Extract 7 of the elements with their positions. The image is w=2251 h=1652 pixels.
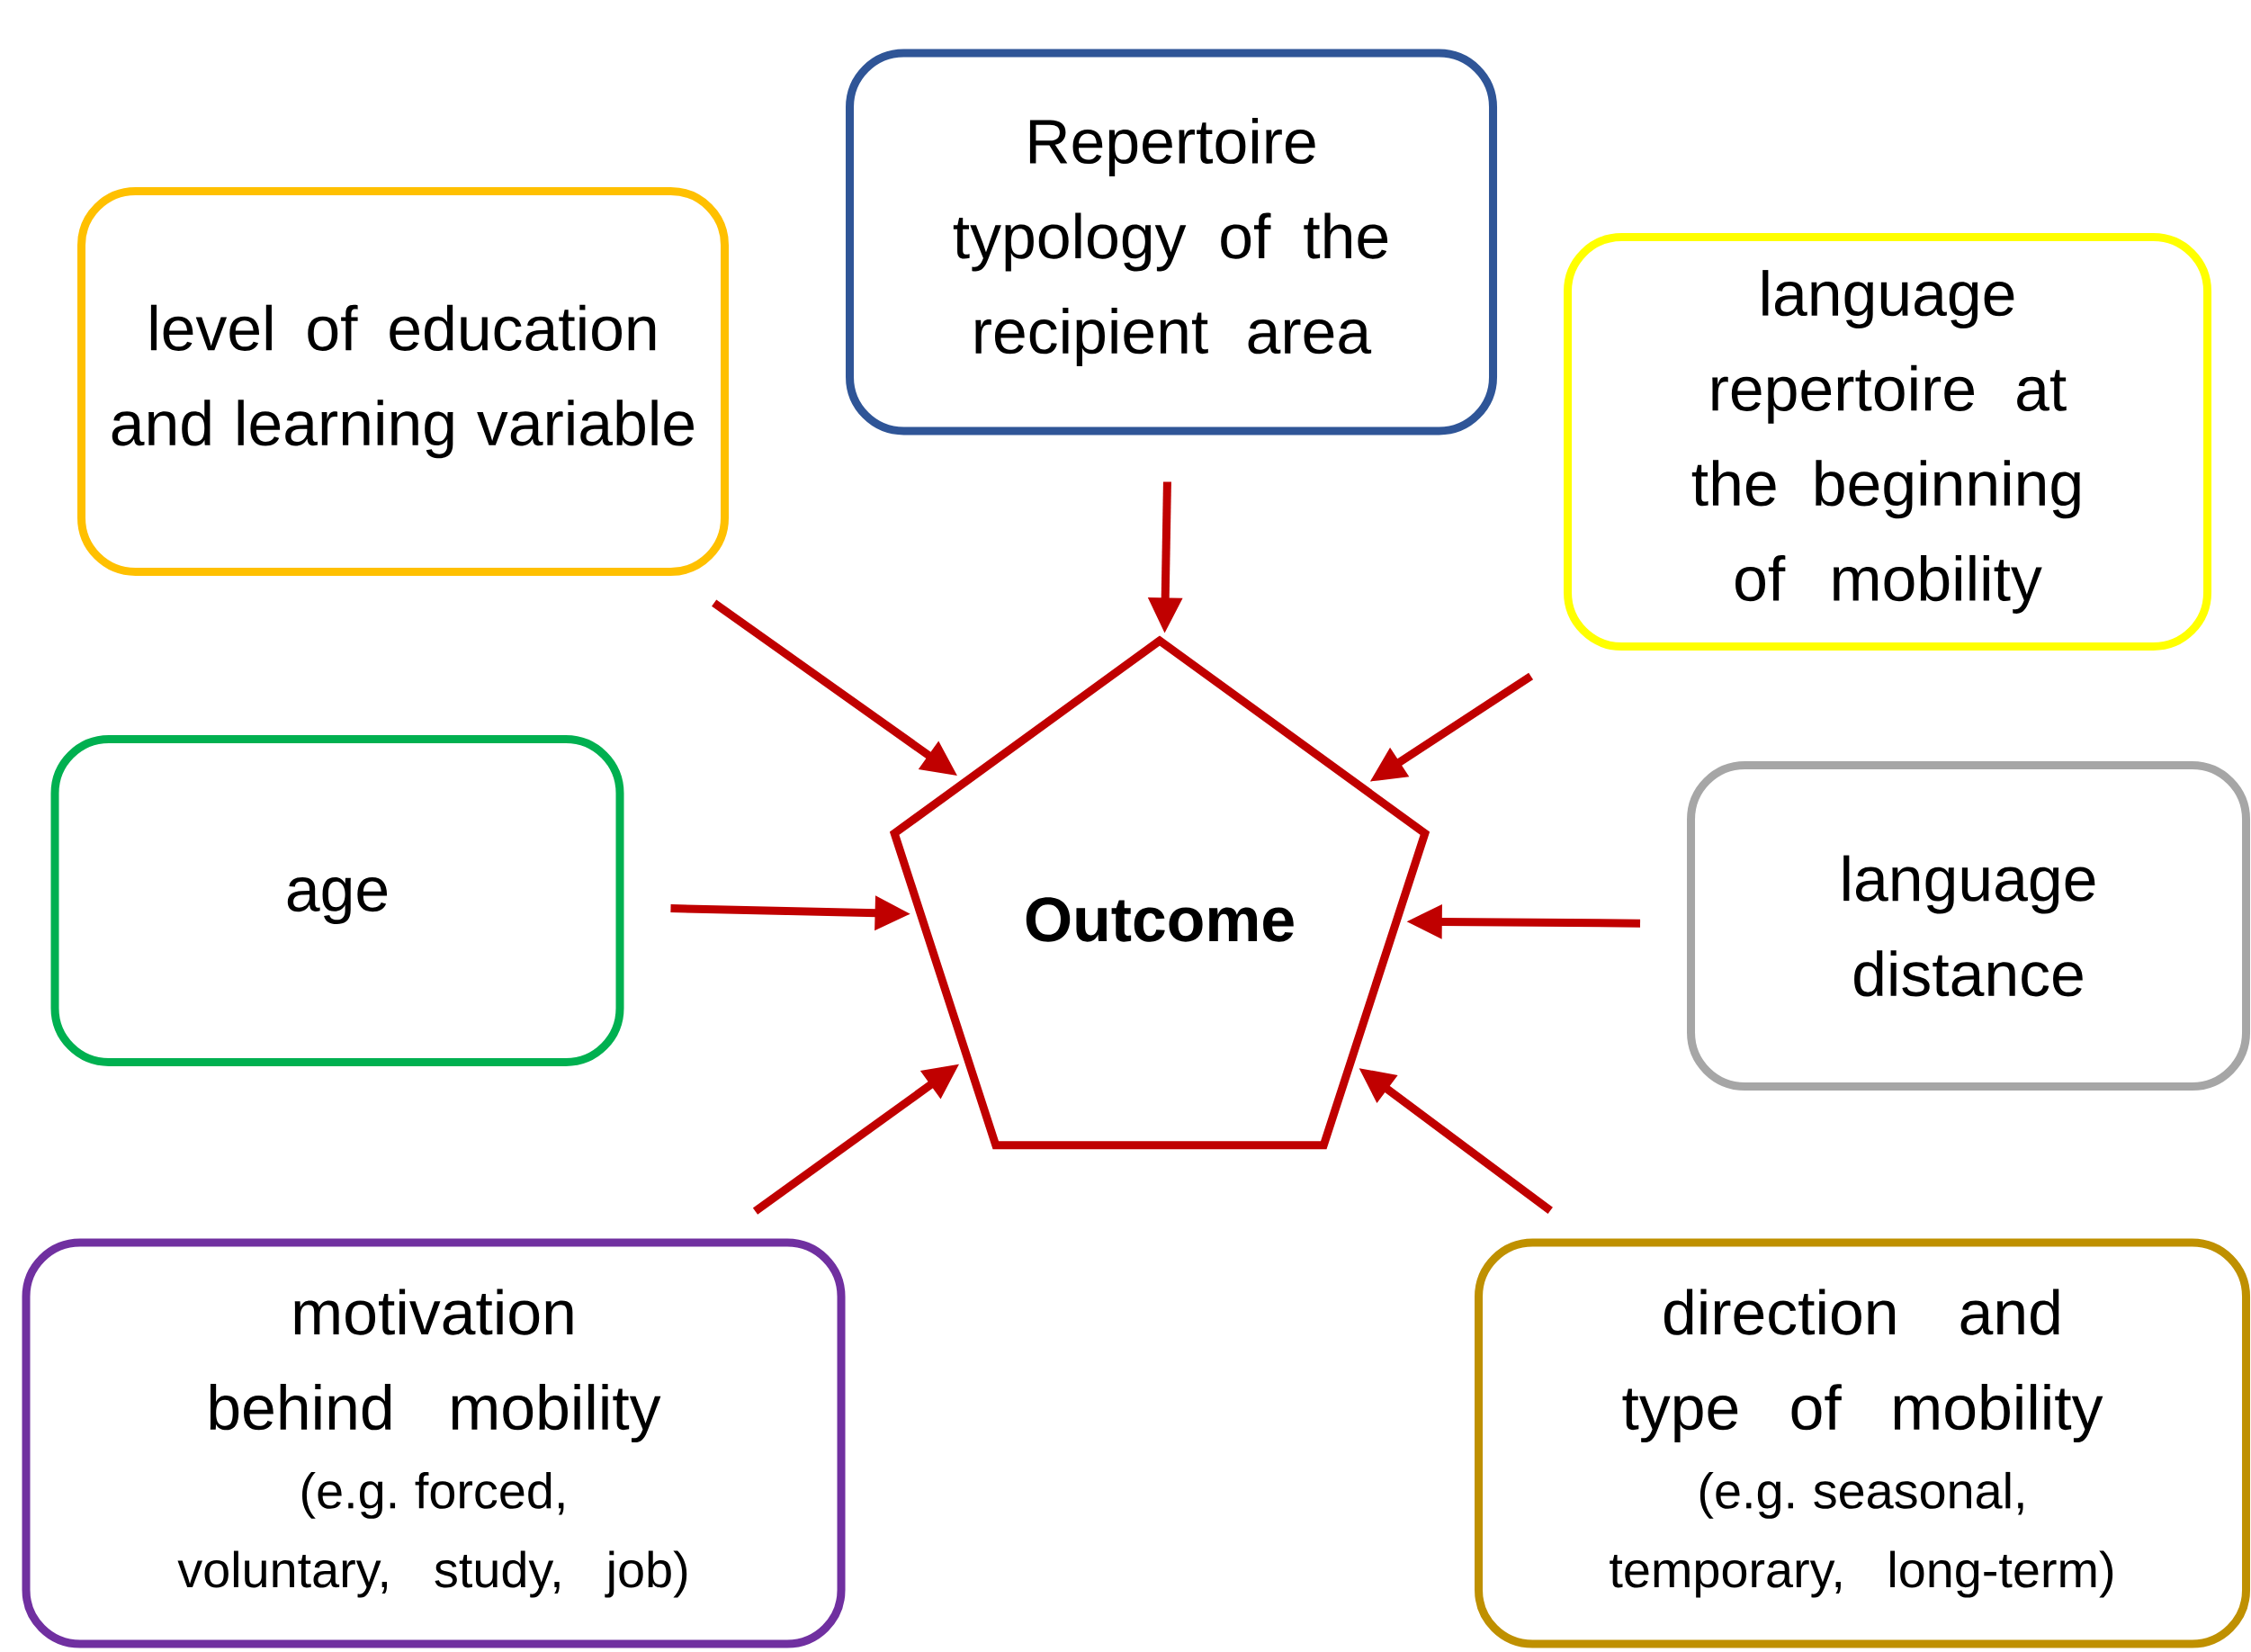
factor-box: motivation behind mobility (e.g. forced, voluntary, study, job) (22, 1238, 846, 1648)
factor-box: level of education and learning variable (77, 187, 729, 576)
factor-box: direction and type of mobility (e.g. seasonal, temporary, long-term) (1475, 1238, 2251, 1648)
factor-box: Repertoire typology of the recipient area (846, 49, 1497, 435)
factor-box: age (50, 735, 624, 1066)
factor-box: language repertoire at the beginning of mobility (1564, 233, 2212, 651)
factor-box: language distance (1687, 761, 2251, 1091)
